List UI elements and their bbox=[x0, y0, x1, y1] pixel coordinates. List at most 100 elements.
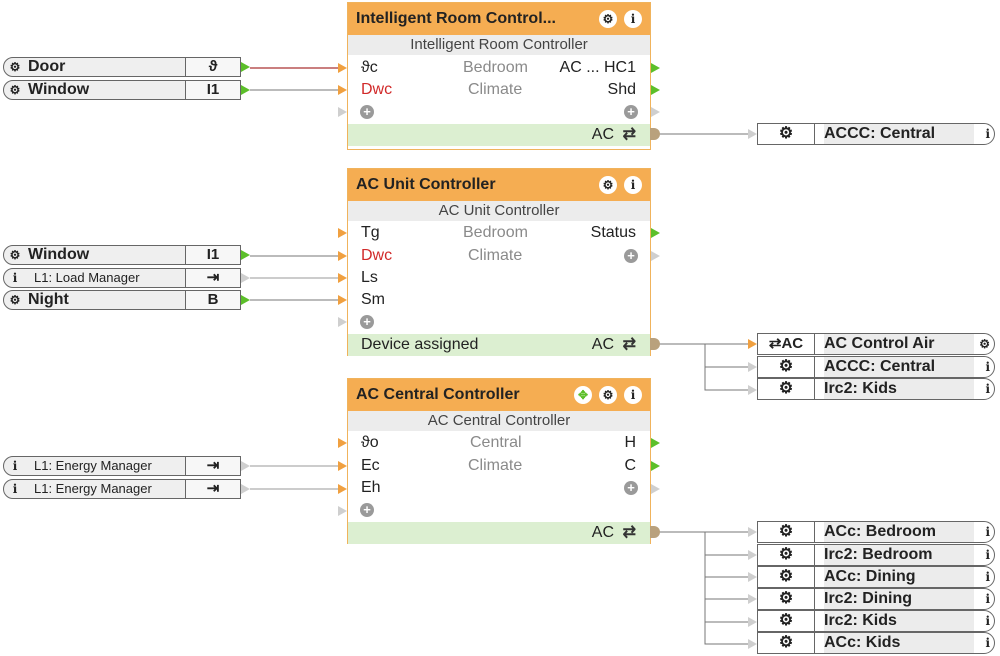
info-icon[interactable]: i bbox=[624, 176, 642, 194]
output-port[interactable] bbox=[651, 85, 660, 95]
input-port-empty[interactable] bbox=[338, 107, 347, 117]
input-port[interactable] bbox=[338, 228, 347, 238]
gear-icon[interactable]: ⚙ bbox=[758, 124, 815, 144]
gear-icon[interactable]: ⚙ bbox=[9, 83, 21, 97]
output-port[interactable] bbox=[651, 438, 660, 448]
gear-icon[interactable]: ⚙ bbox=[599, 386, 617, 404]
gear-icon[interactable]: ⚙ bbox=[758, 589, 815, 609]
input-port[interactable] bbox=[338, 461, 347, 471]
gear-icon[interactable]: ⚙ bbox=[758, 567, 815, 587]
destination-input-port[interactable] bbox=[748, 594, 757, 604]
output-port-empty[interactable] bbox=[651, 107, 660, 117]
gear-icon[interactable]: ⚙ bbox=[979, 337, 990, 351]
info-icon[interactable]: i bbox=[985, 614, 990, 628]
destination-input-port[interactable] bbox=[748, 385, 757, 395]
output-port[interactable] bbox=[651, 461, 660, 471]
destination-input-port[interactable] bbox=[748, 572, 757, 582]
info-icon[interactable]: i bbox=[985, 570, 990, 584]
destination-input-port[interactable] bbox=[748, 550, 757, 560]
output-port-empty[interactable] bbox=[651, 484, 660, 494]
output-port[interactable] bbox=[651, 228, 660, 238]
add-input-button[interactable]: + bbox=[360, 105, 374, 119]
gear-icon[interactable]: ⚙ bbox=[758, 522, 815, 542]
input-port-empty[interactable] bbox=[338, 317, 347, 327]
source-block-energy-manager[interactable]: i L1: Energy Manager ⇥ bbox=[3, 479, 241, 499]
info-icon[interactable]: i bbox=[985, 592, 990, 606]
destination-block-accc-central[interactable]: ⚙ ACCC: Central i bbox=[757, 123, 995, 145]
destination-input-port[interactable] bbox=[748, 639, 757, 649]
swap-icon[interactable]: ⇄AC bbox=[758, 334, 815, 354]
input-port[interactable] bbox=[338, 438, 347, 448]
destination-block-acc-dining[interactable]: ⚙ ACc: Dining i bbox=[757, 566, 995, 588]
gear-icon[interactable]: ⚙ bbox=[9, 293, 21, 307]
source-output-port[interactable] bbox=[241, 461, 250, 471]
gear-icon[interactable]: ⚙ bbox=[599, 176, 617, 194]
ac-link-port[interactable] bbox=[650, 338, 660, 350]
info-icon[interactable]: i bbox=[12, 459, 18, 473]
destination-block-irc2-kids[interactable]: ⚙ Irc2: Kids i bbox=[757, 610, 995, 632]
input-port[interactable] bbox=[338, 295, 347, 305]
ac-link-port[interactable] bbox=[650, 128, 660, 140]
source-output-port[interactable] bbox=[241, 62, 250, 72]
source-block-night[interactable]: ⚙ Night B bbox=[3, 290, 241, 310]
source-output-port[interactable] bbox=[241, 484, 250, 494]
input-port[interactable] bbox=[338, 484, 347, 494]
input-port[interactable] bbox=[338, 63, 347, 73]
gear-icon[interactable]: ⚙ bbox=[758, 379, 815, 399]
move-icon[interactable]: ✥ bbox=[574, 386, 592, 404]
ac-central-controller-block[interactable]: AC Central Controller ✥ ⚙ i AC Central C… bbox=[347, 378, 651, 544]
info-icon[interactable]: i bbox=[624, 10, 642, 28]
gear-icon[interactable]: ⚙ bbox=[758, 545, 815, 565]
input-port[interactable] bbox=[338, 251, 347, 261]
output-port[interactable] bbox=[651, 63, 660, 73]
destination-block-irc2-kids[interactable]: ⚙ Irc2: Kids i bbox=[757, 378, 995, 400]
destination-block-acc-bedroom[interactable]: ⚙ ACc: Bedroom i bbox=[757, 521, 995, 543]
gear-icon[interactable]: ⚙ bbox=[9, 60, 21, 74]
intelligent-room-controller-block[interactable]: Intelligent Room Control... ⚙ i Intellig… bbox=[347, 2, 651, 150]
destination-input-port[interactable] bbox=[748, 339, 757, 349]
source-block-energy-manager[interactable]: i L1: Energy Manager ⇥ bbox=[3, 456, 241, 476]
source-block-window[interactable]: ⚙ Window I1 bbox=[3, 245, 241, 265]
info-icon[interactable]: i bbox=[624, 386, 642, 404]
info-icon[interactable]: i bbox=[12, 482, 18, 496]
destination-block-accc-central[interactable]: ⚙ ACCC: Central i bbox=[757, 356, 995, 378]
ac-unit-controller-block[interactable]: AC Unit Controller ⚙ i AC Unit Controlle… bbox=[347, 168, 651, 356]
output-port-empty[interactable] bbox=[651, 251, 660, 261]
info-icon[interactable]: i bbox=[985, 525, 990, 539]
source-output-port[interactable] bbox=[241, 85, 250, 95]
block-header[interactable]: AC Unit Controller ⚙ i bbox=[348, 169, 650, 201]
source-output-port[interactable] bbox=[241, 250, 250, 260]
destination-input-port[interactable] bbox=[748, 362, 757, 372]
add-input-button[interactable]: + bbox=[360, 315, 374, 329]
gear-icon[interactable]: ⚙ bbox=[9, 248, 21, 262]
source-output-port[interactable] bbox=[241, 295, 250, 305]
destination-input-port[interactable] bbox=[748, 617, 757, 627]
source-output-port[interactable] bbox=[241, 273, 250, 283]
input-port[interactable] bbox=[338, 273, 347, 283]
input-port-empty[interactable] bbox=[338, 506, 347, 516]
add-output-button[interactable]: + bbox=[624, 249, 638, 263]
block-header[interactable]: AC Central Controller ✥ ⚙ i bbox=[348, 379, 650, 411]
info-icon[interactable]: i bbox=[12, 271, 18, 285]
info-icon[interactable]: i bbox=[985, 636, 990, 650]
add-input-button[interactable]: + bbox=[360, 503, 374, 517]
destination-input-port[interactable] bbox=[748, 527, 757, 537]
source-block-door[interactable]: ⚙ Door ϑ bbox=[3, 57, 241, 77]
info-icon[interactable]: i bbox=[985, 360, 990, 374]
destination-block-irc2-bedroom[interactable]: ⚙ Irc2: Bedroom i bbox=[757, 544, 995, 566]
source-block-window[interactable]: ⚙ Window I1 bbox=[3, 80, 241, 100]
add-output-button[interactable]: + bbox=[624, 105, 638, 119]
info-icon[interactable]: i bbox=[985, 127, 990, 141]
destination-input-port[interactable] bbox=[748, 129, 757, 139]
source-block-load-manager[interactable]: i L1: Load Manager ⇥ bbox=[3, 268, 241, 288]
info-icon[interactable]: i bbox=[985, 382, 990, 396]
gear-icon[interactable]: ⚙ bbox=[758, 633, 815, 653]
info-icon[interactable]: i bbox=[985, 548, 990, 562]
destination-block-irc2-dining[interactable]: ⚙ Irc2: Dining i bbox=[757, 588, 995, 610]
destination-block-ac-control-air[interactable]: ⇄AC AC Control Air ⚙ bbox=[757, 333, 995, 355]
gear-icon[interactable]: ⚙ bbox=[599, 10, 617, 28]
gear-icon[interactable]: ⚙ bbox=[758, 611, 815, 631]
input-port[interactable] bbox=[338, 85, 347, 95]
destination-block-acc-kids[interactable]: ⚙ ACc: Kids i bbox=[757, 632, 995, 654]
block-header[interactable]: Intelligent Room Control... ⚙ i bbox=[348, 3, 650, 35]
